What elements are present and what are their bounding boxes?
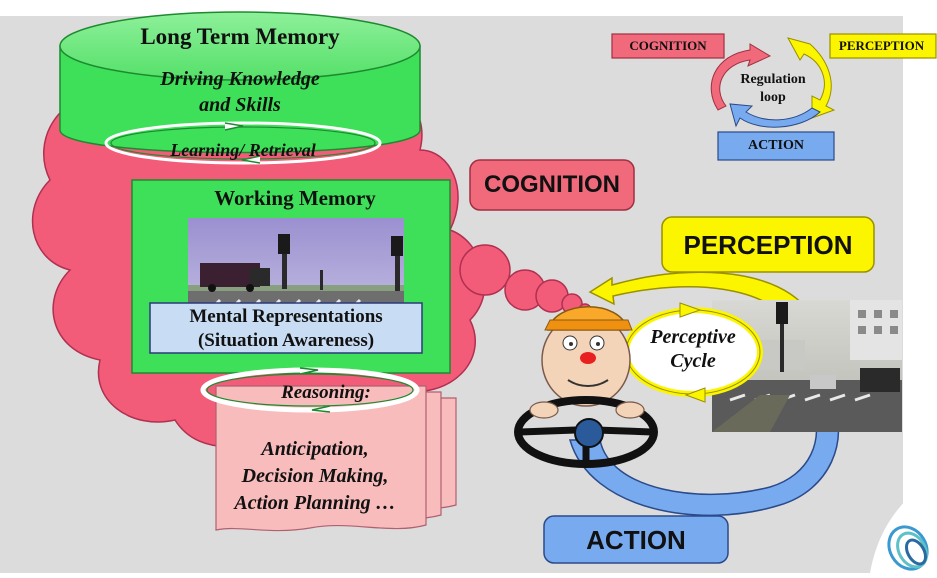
long-term-memory-line1: Driving Knowledge xyxy=(160,68,320,90)
perception-label: PERCEPTION xyxy=(683,230,853,260)
reasoning-pages xyxy=(215,385,457,532)
cognition-box xyxy=(469,159,635,211)
regulation-perception-label: PERCEPTION xyxy=(838,38,925,53)
long-term-memory-title: Long Term Memory xyxy=(140,24,340,49)
long-term-memory-line2: and Skills xyxy=(199,94,281,116)
learning-retrieval-label: Learning/ Retrieval xyxy=(170,140,316,160)
working-memory-title: Working Memory xyxy=(214,186,376,210)
perception-box xyxy=(661,216,875,273)
perceptive-cycle-line1: Perceptive xyxy=(650,326,736,348)
mental-representations-line1: Mental Representations xyxy=(189,306,383,327)
reasoning-label: Reasoning: xyxy=(281,382,371,403)
driver-face xyxy=(541,306,633,407)
perception-arrow xyxy=(588,271,820,331)
mental-representations-box xyxy=(149,302,423,354)
cognition-label: COGNITION xyxy=(484,171,620,198)
corner-logo xyxy=(870,470,937,573)
regulation-loop-line1: Regulation xyxy=(740,72,806,87)
long-term-memory-cylinder xyxy=(59,11,421,154)
action-box xyxy=(543,515,729,564)
perceptive-cycle-line2: Cycle xyxy=(670,350,716,372)
reasoning-line1: Anticipation, xyxy=(261,438,369,460)
regulation-loop-diagram xyxy=(611,33,937,161)
reasoning-loop xyxy=(200,367,420,413)
top-margin xyxy=(0,0,937,16)
action-label: ACTION xyxy=(586,525,686,555)
regulation-loop-line2: loop xyxy=(760,90,786,105)
reasoning-line3: Action Planning … xyxy=(234,492,396,514)
regulation-cognition-label: COGNITION xyxy=(629,38,707,53)
mental-representations-line2: (Situation Awareness) xyxy=(197,330,375,351)
regulation-action-label: ACTION xyxy=(747,138,804,153)
reasoning-line2: Decision Making, xyxy=(241,465,389,487)
steering-wheel xyxy=(514,396,658,468)
learning-retrieval-loop xyxy=(104,121,382,165)
